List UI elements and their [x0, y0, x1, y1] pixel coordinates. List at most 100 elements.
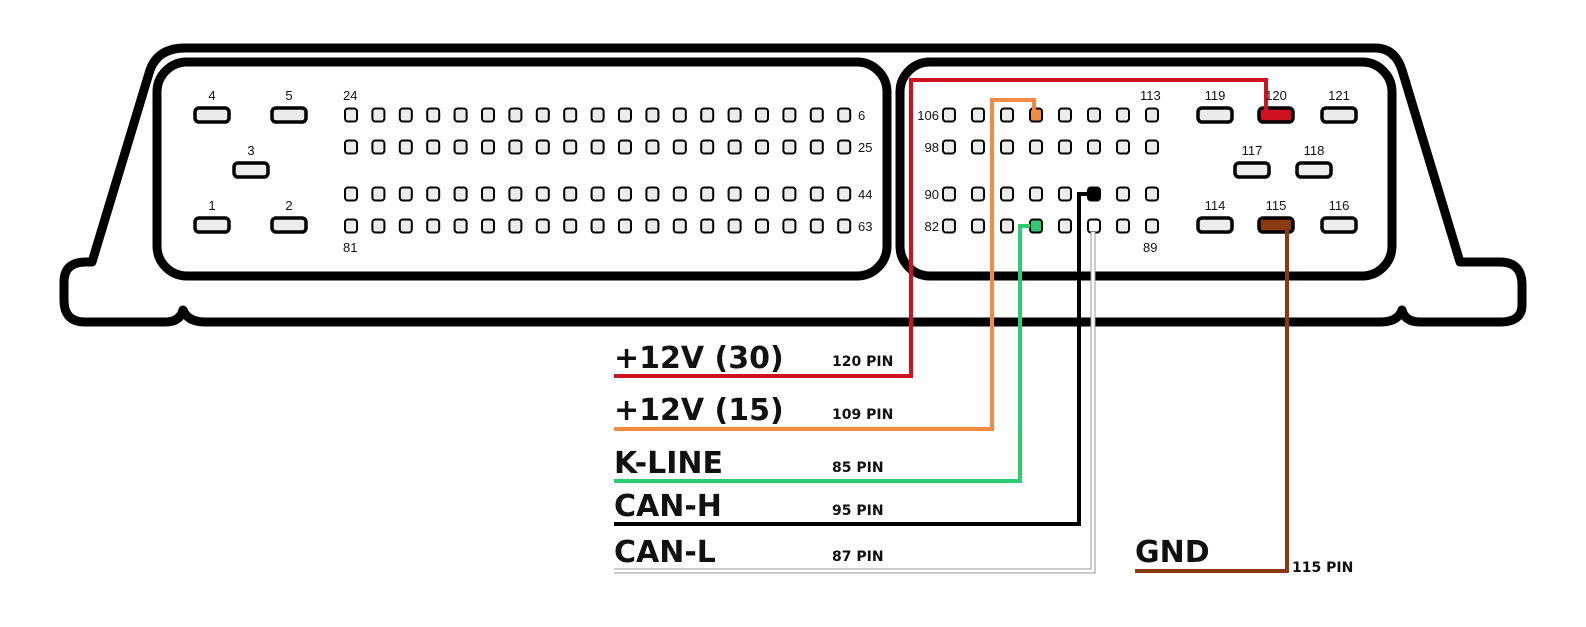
- small-pin: [426, 107, 441, 123]
- small-pin: [508, 186, 523, 202]
- pin-label-119: 119: [1205, 88, 1226, 103]
- small-pin: [618, 218, 632, 234]
- row-label-63: 63: [858, 219, 872, 234]
- small-pin: [971, 218, 985, 234]
- small-pin: [1087, 107, 1101, 123]
- small-pin: [1145, 218, 1159, 234]
- small-pin: [837, 186, 852, 202]
- small-pin: [590, 186, 605, 202]
- signal-name-can-h: CAN-H: [614, 489, 722, 524]
- pin-label-3: 3: [247, 143, 254, 158]
- small-pin: [535, 186, 550, 202]
- row-label-89: 89: [1143, 240, 1157, 255]
- pin-label-116: 116: [1329, 198, 1350, 213]
- small-pin: [1145, 139, 1159, 155]
- small-pin: [1029, 186, 1043, 202]
- small-pin: [837, 107, 852, 123]
- small-pin: [618, 186, 632, 202]
- small-pin: [590, 107, 605, 123]
- small-pin: [672, 186, 687, 202]
- small-pin: [453, 139, 468, 155]
- pin-label-2: 2: [285, 198, 292, 213]
- small-pin: [344, 139, 358, 155]
- small-pin: [700, 186, 715, 202]
- small-pin: [590, 218, 605, 234]
- small-pin: [672, 139, 687, 155]
- small-pin: [809, 218, 824, 234]
- small-pin: [809, 107, 824, 123]
- small-pin: [1145, 107, 1159, 123]
- small-pin: [727, 186, 742, 202]
- small-pin: [1000, 139, 1014, 155]
- small-pin: [645, 139, 660, 155]
- small-pin: [344, 186, 358, 202]
- large-pin: [270, 216, 308, 234]
- row-label-6: 6: [858, 108, 865, 123]
- small-pin: [1116, 186, 1130, 202]
- small-pin: [535, 218, 550, 234]
- pin-label-117: 117: [1242, 143, 1263, 158]
- small-pin: [755, 139, 769, 155]
- large-pin: [1295, 161, 1333, 179]
- pin-label-1: 1: [208, 198, 215, 213]
- small-pin: [1145, 186, 1159, 202]
- small-pin: [1087, 218, 1101, 234]
- row-label-98: 98: [925, 140, 939, 155]
- small-pin: [398, 107, 413, 123]
- small-pin: [426, 218, 441, 234]
- small-pin: [563, 186, 578, 202]
- small-pin: [755, 186, 769, 202]
- wire-gnd: [1135, 228, 1289, 573]
- row-label-106: 106: [917, 108, 939, 123]
- large-pin: [1196, 216, 1234, 234]
- large-pin: [1320, 106, 1358, 124]
- small-pin: [371, 186, 386, 202]
- small-pin: [563, 218, 578, 234]
- small-pin: [942, 218, 956, 234]
- small-pin: [371, 107, 386, 123]
- small-pin: [618, 107, 632, 123]
- small-pin: [453, 186, 468, 202]
- small-pin: [344, 107, 358, 123]
- small-pin: [1000, 186, 1014, 202]
- wire-k-line: [614, 224, 1030, 483]
- small-pin: [809, 139, 824, 155]
- small-pin: [371, 218, 386, 234]
- small-pin: [700, 218, 715, 234]
- large-pin: [270, 106, 308, 124]
- large-pin: [1233, 161, 1271, 179]
- small-pin: [837, 139, 852, 155]
- pin-label-114: 114: [1205, 198, 1226, 213]
- small-pin: [942, 139, 956, 155]
- small-pin: [727, 107, 742, 123]
- large-pin: [193, 216, 231, 234]
- small-pin: [755, 107, 769, 123]
- small-pin: [645, 186, 660, 202]
- small-pin: [398, 186, 413, 202]
- large-pin: [193, 106, 231, 124]
- small-pin: [590, 139, 605, 155]
- small-pin: [942, 107, 956, 123]
- small-pin: [371, 139, 386, 155]
- signal-name-gnd: GND: [1135, 535, 1210, 570]
- small-pin: [481, 107, 495, 123]
- small-pin: [1000, 107, 1014, 123]
- small-pin: [971, 139, 985, 155]
- small-pin: [344, 218, 358, 234]
- small-pin: [563, 139, 578, 155]
- wire-can-l: [614, 232, 1095, 573]
- small-pin: [700, 139, 715, 155]
- small-pin: [782, 139, 797, 155]
- signal-name-can-l: CAN-L: [614, 535, 716, 570]
- small-pin: [942, 186, 956, 202]
- row-label-82: 82: [925, 219, 939, 234]
- large-pin: [1320, 216, 1358, 234]
- small-pin: [727, 218, 742, 234]
- pin-label-120: 120: [1265, 88, 1287, 103]
- large-pin: [1257, 216, 1295, 234]
- small-pin: [782, 107, 797, 123]
- row-label-25: 25: [858, 140, 872, 155]
- row-label-81: 81: [343, 240, 357, 255]
- signal-pin-can-l: 87 PIN: [832, 549, 884, 565]
